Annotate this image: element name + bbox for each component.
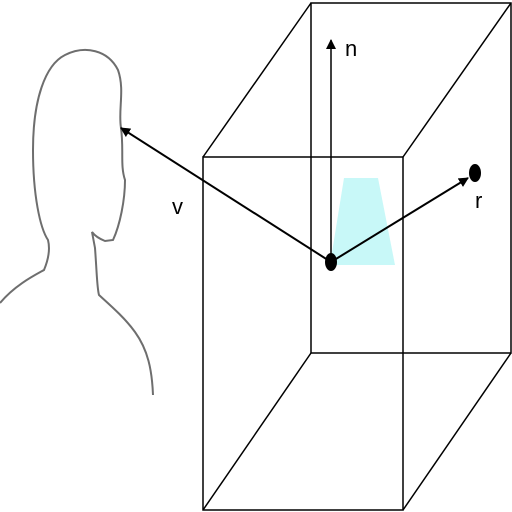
normal-label: n: [345, 36, 357, 61]
reflect-label: r: [475, 188, 482, 213]
box-back-face: [310, 2, 512, 354]
reflection-point: [325, 253, 337, 271]
box-edge-bottom-left: [202, 352, 312, 511]
box-edge-top-left: [202, 2, 312, 158]
highlight-patch: [330, 178, 395, 265]
light-source-point: [469, 164, 481, 182]
box-edge-top-right: [402, 2, 512, 158]
view-label: v: [172, 194, 183, 219]
box-edge-bottom-right: [402, 352, 512, 511]
box-front-face: [202, 156, 404, 511]
view-vector-arrow: [120, 127, 332, 263]
reflect-vector-arrow: [330, 177, 469, 263]
viewer-head-outline: [0, 49, 154, 396]
